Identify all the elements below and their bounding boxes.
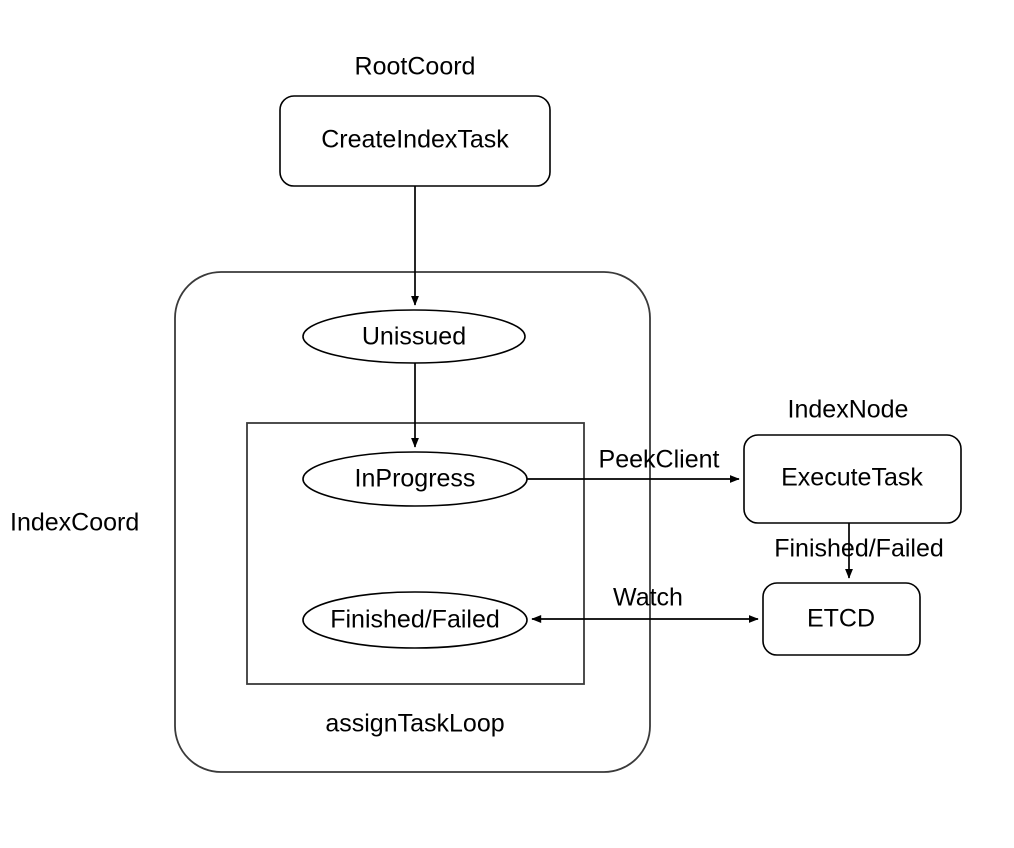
edge-label-watch: Watch [613,584,683,612]
node-etcd[interactable] [762,582,921,656]
group-label-index-node: IndexNode [788,396,909,424]
node-in-progress[interactable] [302,451,528,507]
edge-label-peek-client: PeekClient [599,446,720,474]
group-label-index-coord: IndexCoord [10,509,139,537]
node-label-create-index-task: CreateIndexTask [321,126,509,154]
node-finished-failed[interactable] [302,591,528,649]
node-label-in-progress: InProgress [355,465,476,493]
node-create-index-task[interactable] [279,95,551,187]
group-index-coord [174,271,651,773]
node-execute-task[interactable] [743,434,962,524]
node-label-unissued: Unissued [362,323,466,351]
group-label-root-coord: RootCoord [355,53,476,81]
node-unissued[interactable] [302,309,526,364]
node-label-execute-task: ExecuteTask [781,464,923,492]
node-label-etcd: ETCD [807,605,875,633]
group-label-assign-task-loop: assignTaskLoop [325,710,504,738]
node-label-finished-failed: Finished/Failed [330,606,500,634]
edge-label-finished-failed-transition: Finished/Failed [774,535,944,563]
